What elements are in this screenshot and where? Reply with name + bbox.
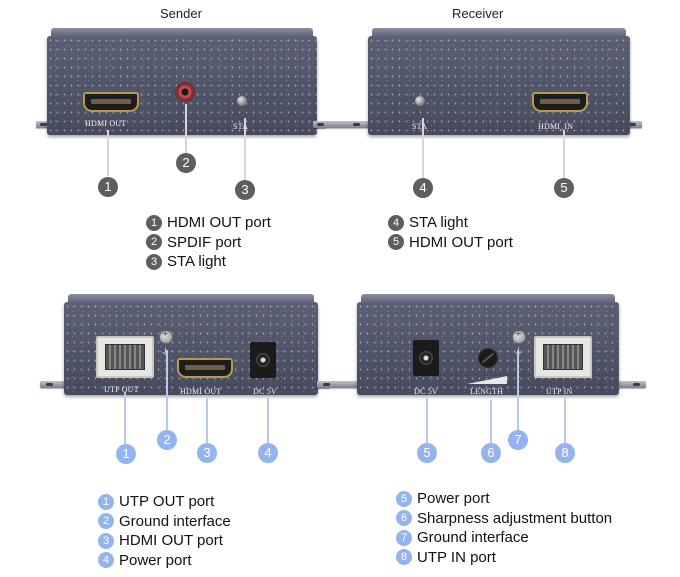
marker-1: 1 [98, 177, 118, 197]
utp-out-port[interactable] [96, 336, 154, 378]
receiver-front-device: STA HDMI_IN [368, 28, 630, 135]
hdmi-in-port[interactable] [532, 92, 588, 112]
marker-5: 5 [554, 178, 574, 198]
sharpness-knob[interactable] [478, 348, 498, 368]
receiver-ground-screw[interactable] [511, 328, 526, 348]
receiver-title: Receiver [452, 6, 504, 21]
marker-7: 7 [508, 430, 528, 450]
marker-6: 6 [481, 443, 501, 463]
back-hdmi-out-label: HDMI OUT [180, 387, 222, 396]
sender-front-device: HDMI OUT STA [47, 28, 317, 135]
marker-4: 4 [413, 178, 433, 198]
hdmi-out-label: HDMI OUT [85, 119, 127, 128]
spdif-port[interactable] [175, 82, 195, 102]
length-wedge-icon [467, 376, 507, 384]
receiver-ground-icon: ⏚ [514, 347, 524, 357]
utp-in-port[interactable] [534, 336, 592, 378]
marker-5: 5 [417, 443, 437, 463]
marker-4: 4 [258, 443, 278, 463]
marker-1: 1 [116, 444, 136, 464]
receiver-sta-label: STA [412, 122, 428, 131]
sta-label: STA [233, 122, 249, 131]
utp-out-label: UTP OUT [104, 385, 139, 394]
ground-icon: ⏚ [161, 345, 170, 358]
hdmi-out-port[interactable] [83, 92, 139, 112]
dc-power-port[interactable] [250, 342, 276, 378]
sender-back-device: UTP OUT ⏚ HDMI OUT DC 5V [64, 294, 318, 396]
marker-3: 3 [197, 443, 217, 463]
dc-label: DC 5V [253, 387, 277, 396]
length-label: LENGTH [470, 387, 504, 396]
hdmi-in-label: HDMI_IN [538, 122, 574, 131]
back-hdmi-out-port[interactable] [177, 358, 233, 378]
marker-2: 2 [157, 430, 177, 450]
marker-3: 3 [235, 180, 255, 200]
marker-2: 2 [176, 153, 196, 173]
utp-in-label: UTP IN [546, 387, 573, 396]
receiver-dc-power-port[interactable] [413, 340, 439, 376]
sta-light [237, 96, 247, 106]
ground-screw[interactable] [158, 328, 173, 348]
sender-title: Sender [160, 6, 202, 21]
receiver-back-device: DC 5V LENGTH ⏚ UTP IN [357, 294, 619, 396]
marker-8: 8 [555, 443, 575, 463]
receiver-dc-label: DC 5V [414, 387, 438, 396]
receiver-sta-light [415, 96, 425, 106]
